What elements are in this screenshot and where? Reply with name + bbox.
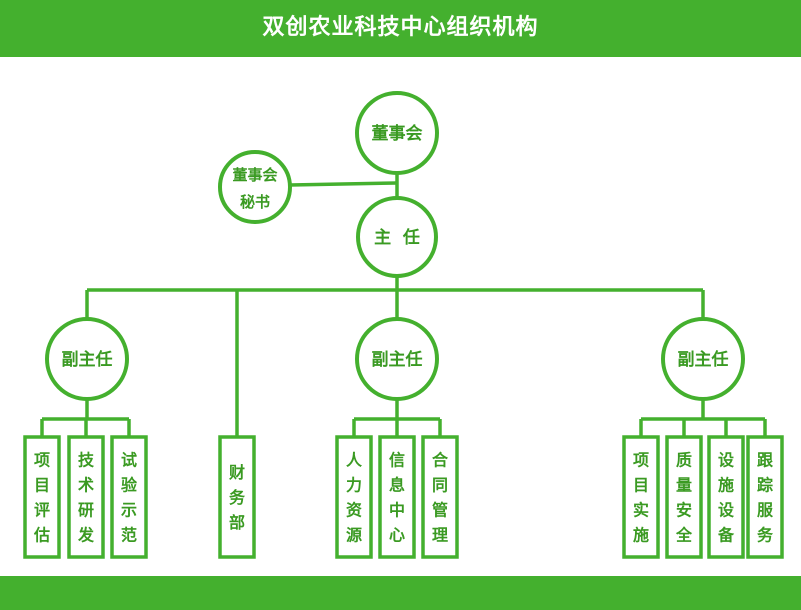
deputy-left-label: 副主任 bbox=[62, 349, 113, 370]
department-label-char: 试 bbox=[121, 451, 137, 470]
department-box bbox=[110, 435, 148, 559]
department-label-char: 源 bbox=[346, 526, 362, 545]
department-label-char: 信 bbox=[389, 451, 405, 470]
department-label-char: 管 bbox=[432, 501, 448, 520]
department-label-char: 目 bbox=[633, 476, 649, 495]
department-label-char: 实 bbox=[633, 501, 649, 520]
footer-bar bbox=[0, 576, 801, 610]
department-label-char: 合 bbox=[432, 451, 449, 470]
secretary-label-line2: 秘书 bbox=[240, 193, 270, 211]
department-label-char: 项 bbox=[34, 451, 50, 470]
department-label-char: 施 bbox=[633, 526, 649, 545]
department-label-char: 评 bbox=[34, 501, 50, 520]
department-label-char: 术 bbox=[77, 476, 94, 495]
deputy-right-node: 副主任 bbox=[661, 317, 745, 401]
department-label-char: 发 bbox=[77, 526, 95, 545]
department-label-char: 目 bbox=[34, 476, 50, 495]
deputy-center-label: 副主任 bbox=[372, 349, 423, 370]
director-label: 主 任 bbox=[374, 227, 420, 248]
department-box bbox=[746, 435, 784, 559]
department-box bbox=[421, 435, 459, 559]
board-label: 董事会 bbox=[372, 123, 423, 144]
department-label-char: 项 bbox=[633, 451, 649, 470]
department-label-char: 务 bbox=[757, 526, 774, 545]
department-label-char: 备 bbox=[717, 526, 735, 545]
department-label-char: 中 bbox=[389, 501, 405, 520]
department-box bbox=[23, 435, 61, 559]
deputy-right-label: 副主任 bbox=[678, 349, 729, 370]
department-box bbox=[622, 435, 660, 559]
director-node: 主 任 bbox=[356, 196, 438, 278]
department-label-char: 量 bbox=[676, 476, 692, 495]
board-node: 董事会 bbox=[355, 91, 439, 175]
department-label-char: 资 bbox=[346, 501, 362, 520]
department-box bbox=[707, 435, 745, 559]
department-label-char: 踪 bbox=[757, 476, 773, 495]
deputy-left-node: 副主任 bbox=[45, 317, 129, 401]
department-label-char: 全 bbox=[675, 526, 693, 545]
header-bar: 双创农业科技中心组织机构 bbox=[0, 0, 801, 57]
department-finance: 财务部 bbox=[218, 435, 256, 559]
page-title: 双创农业科技中心组织机构 bbox=[262, 14, 539, 40]
department-boxes: 项目评估技术研发试验示范财务部人力资源信息中心合同管理项目实施质量安全设施设备跟… bbox=[23, 435, 784, 559]
secretary-node: 董事会 秘书 bbox=[218, 150, 292, 224]
department-label-char: 范 bbox=[121, 526, 137, 545]
connector-lines bbox=[40, 165, 767, 437]
department-label-char: 质 bbox=[676, 451, 692, 470]
department-label-char: 技 bbox=[78, 451, 95, 470]
department-label-char: 财 bbox=[228, 463, 245, 482]
department-box bbox=[665, 435, 703, 559]
department-label-char: 估 bbox=[33, 526, 50, 545]
department-label-char: 理 bbox=[432, 526, 448, 545]
department-label-char: 心 bbox=[389, 526, 405, 545]
department-label-char: 设 bbox=[718, 451, 735, 470]
department-label-char: 研 bbox=[78, 501, 94, 520]
department-box bbox=[335, 435, 373, 559]
department-label-char: 部 bbox=[229, 513, 245, 532]
department-label-char: 跟 bbox=[757, 451, 774, 470]
secretary-label-line1: 董事会 bbox=[232, 166, 277, 184]
department-box bbox=[67, 435, 105, 559]
department-label-char: 安 bbox=[676, 501, 692, 520]
department-label-char: 验 bbox=[121, 476, 138, 495]
department-label-char: 示 bbox=[121, 501, 137, 520]
deputy-center-node: 副主任 bbox=[355, 317, 439, 401]
department-box bbox=[378, 435, 416, 559]
department-label-char: 同 bbox=[432, 476, 448, 495]
department-label-char: 力 bbox=[346, 476, 362, 495]
department-label-char: 服 bbox=[757, 501, 774, 520]
department-box bbox=[218, 435, 256, 559]
department-label-char: 人 bbox=[346, 451, 363, 470]
department-label-char: 息 bbox=[389, 476, 405, 495]
department-label-char: 施 bbox=[718, 476, 734, 495]
department-label-char: 设 bbox=[718, 501, 735, 520]
department-label-char: 务 bbox=[229, 488, 246, 507]
